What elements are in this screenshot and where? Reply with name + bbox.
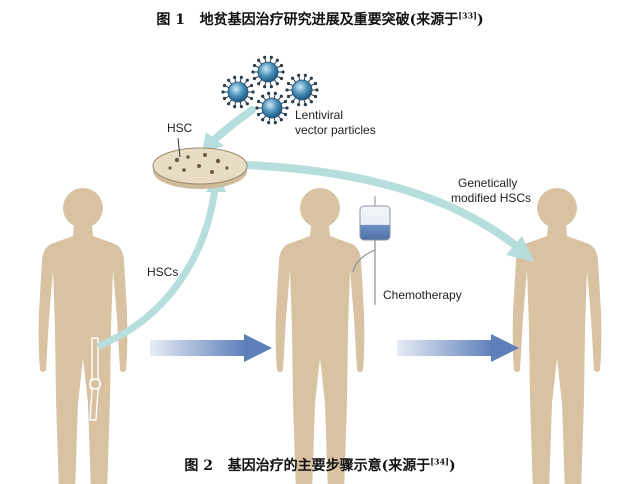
step-arrow-2: [397, 334, 519, 362]
patient-figure-right: [512, 188, 602, 484]
figure-2-suffix: ): [448, 458, 456, 474]
patient-figure-middle: [275, 188, 365, 484]
bone-marrow-icon: [89, 337, 101, 421]
figure-1-suffix: ): [476, 12, 484, 28]
chemotherapy-label: Chemotherapy: [383, 288, 462, 302]
iv-bag-icon: [352, 196, 391, 305]
virus-particle-icon: [255, 91, 289, 125]
virus-transduction-arrow: [202, 106, 256, 152]
hsc-leader-line: [177, 137, 181, 158]
lentiviral-particles: [221, 55, 319, 125]
modified-hscs-label: modified HSCs: [451, 191, 531, 205]
vector-particles-label: vector particles: [295, 123, 376, 137]
petri-dish-icon: [152, 147, 248, 189]
virus-particle-icon: [221, 75, 255, 109]
figure-1-caption: 图 1 地贫基因治疗研究进展及重要突破(来源于[33]): [0, 9, 640, 29]
virus-particle-icon: [285, 73, 319, 107]
step-arrow-1: [150, 334, 272, 362]
figure-2-caption: 图 2 基因治疗的主要步骤示意(来源于[34]): [0, 455, 640, 475]
figure-1-number: 图 1: [156, 12, 186, 28]
figure-2-reference: [34]: [430, 456, 449, 467]
figure-2-title: 基因治疗的主要步骤示意(来源于: [227, 458, 431, 474]
figure-2-number: 图 2: [184, 458, 214, 474]
hsc-label: HSC: [167, 121, 193, 135]
figure-1-reference: [33]: [458, 10, 477, 21]
genetically-label: Genetically: [458, 176, 517, 190]
virus-particle-icon: [251, 55, 285, 89]
figure-1-title: 地贫基因治疗研究进展及重要突破(来源于: [199, 12, 459, 28]
modified-hscs-infusion-arrow: [241, 161, 534, 262]
hscs-label: HSCs: [147, 265, 178, 279]
lentiviral-label: Lentiviral: [295, 108, 343, 122]
